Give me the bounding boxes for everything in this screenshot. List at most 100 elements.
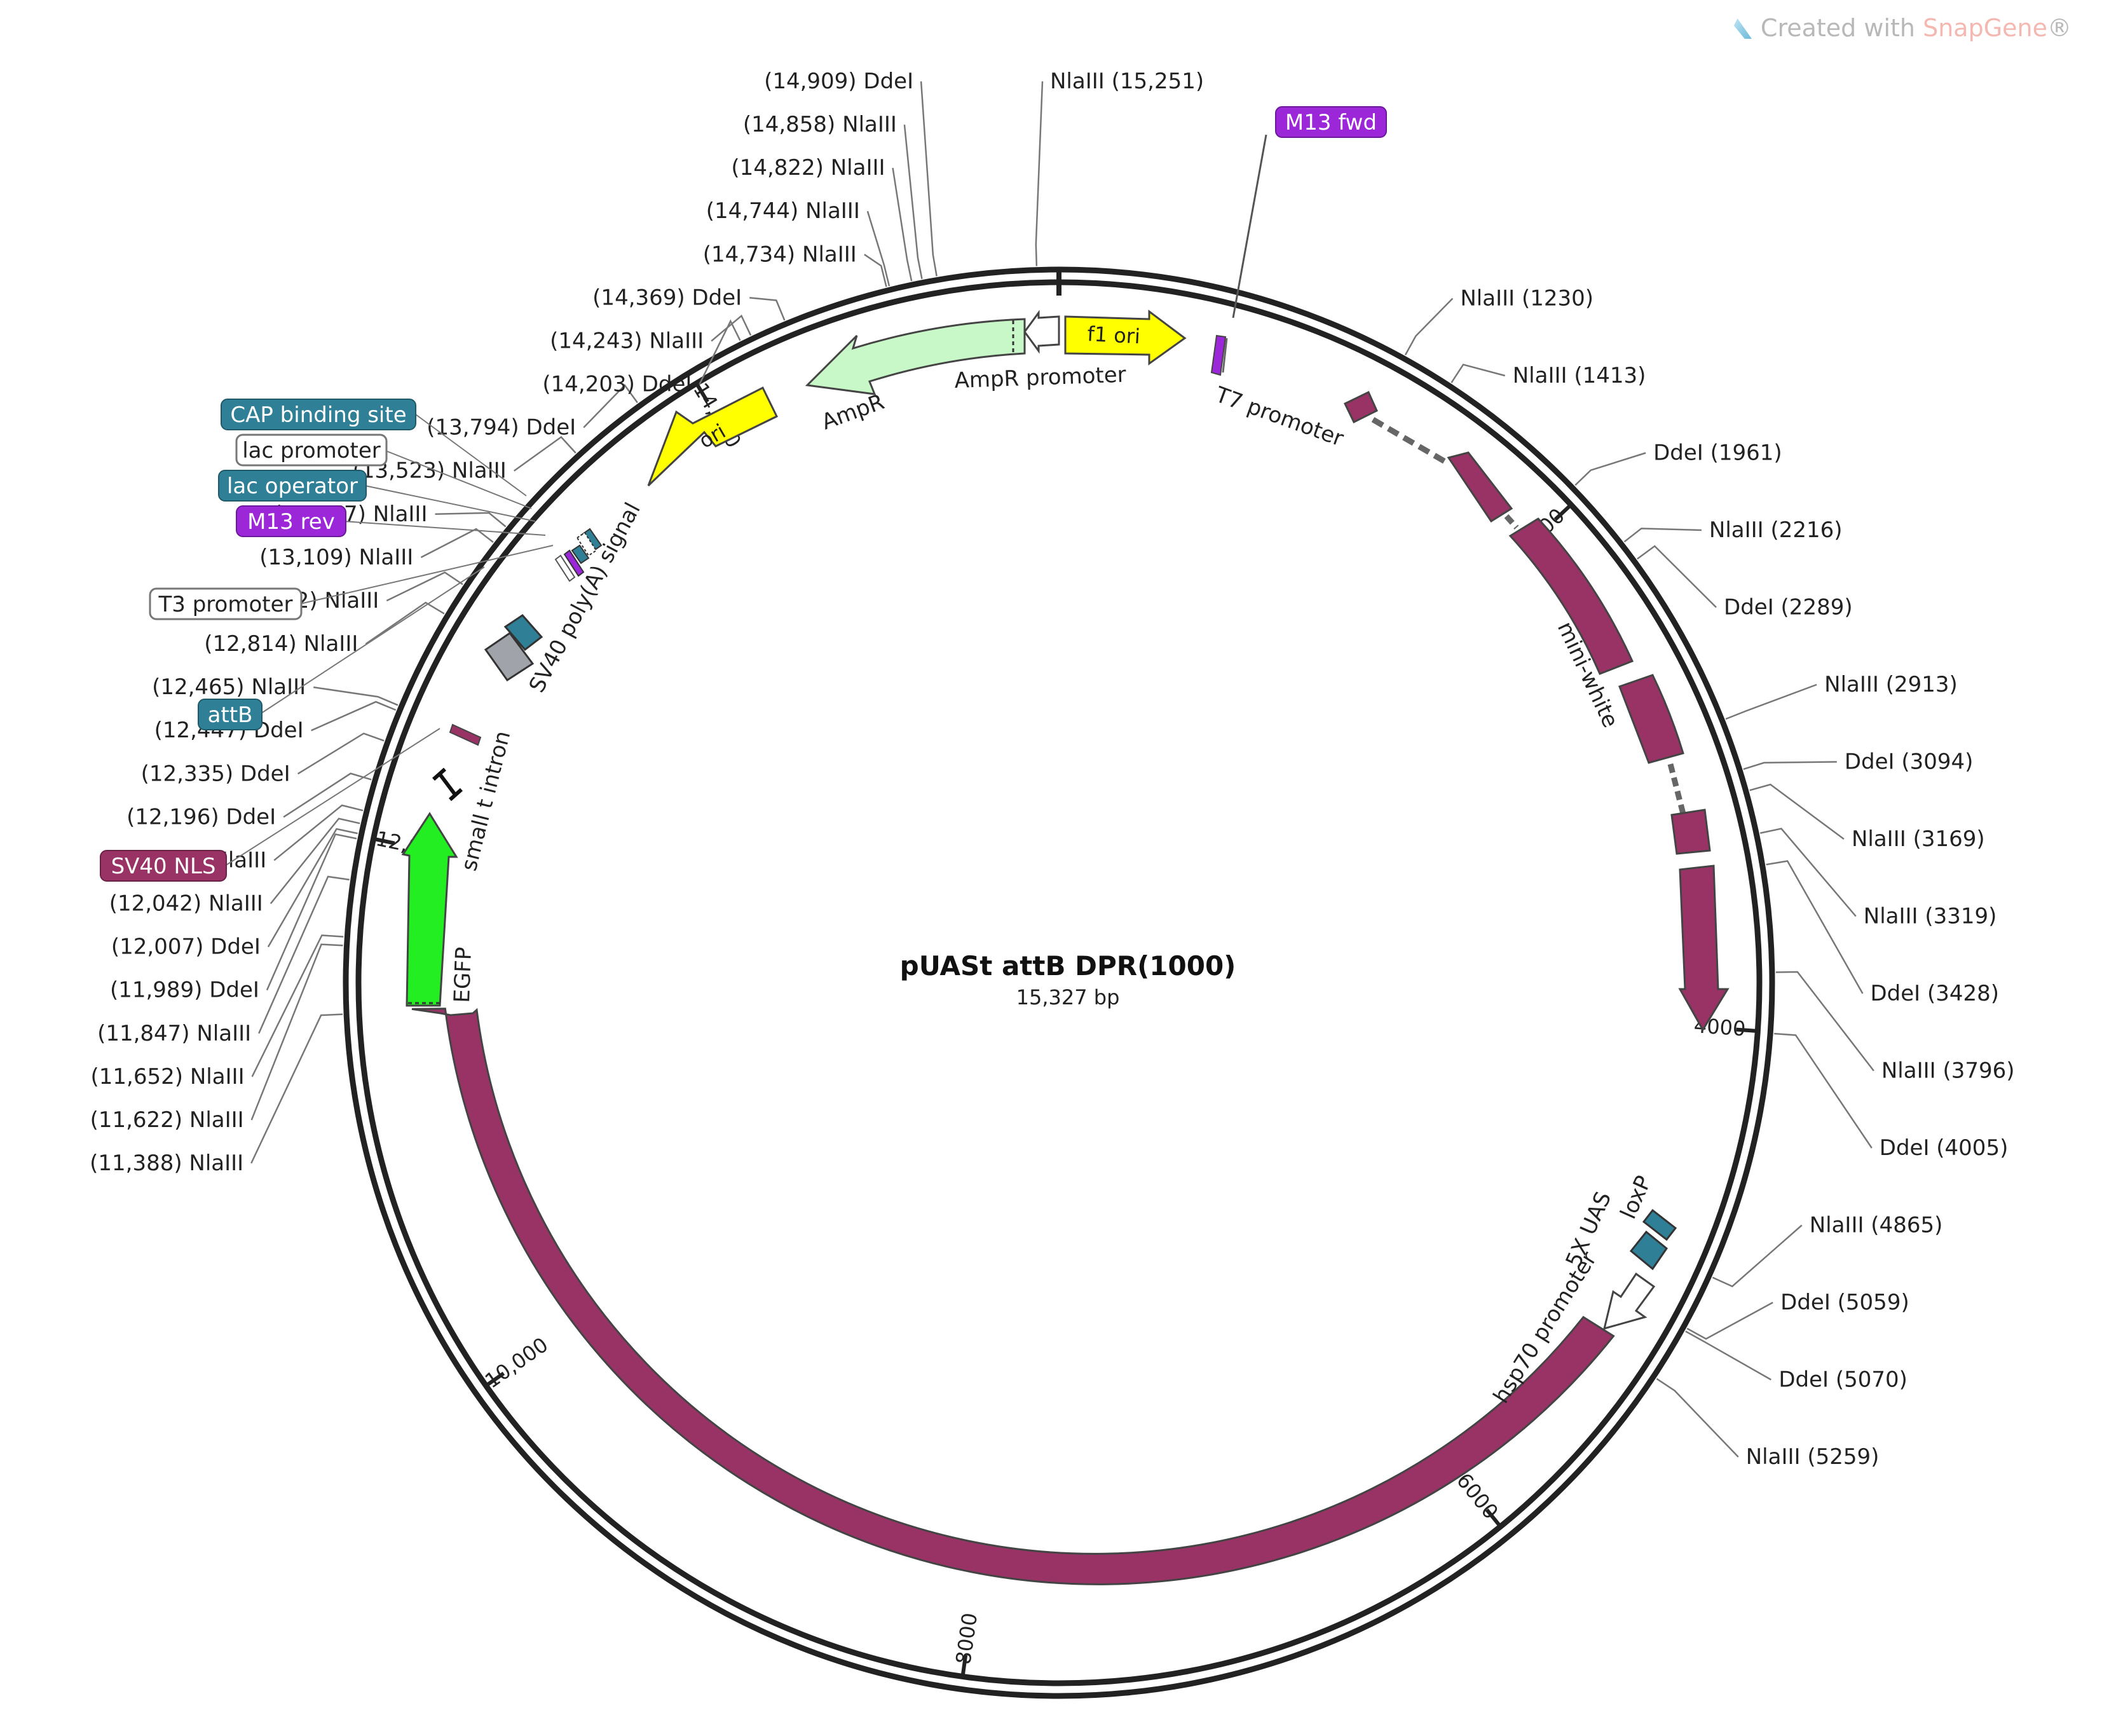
mini-white-exon-3[interactable] bbox=[1508, 517, 1634, 675]
sv40-polya-label: SV40 poly(A) signal bbox=[524, 498, 646, 697]
loxp-feature[interactable] bbox=[1642, 1208, 1677, 1241]
restriction-site-left-17[interactable]: (12,196) DdeI bbox=[126, 804, 276, 830]
restriction-site-left-19[interactable]: (12,042) NlaIII bbox=[109, 891, 263, 917]
lac-promoter-badge-text: lac promoter bbox=[242, 438, 381, 463]
restriction-site-right-15[interactable]: DdeI (5070) bbox=[1778, 1367, 1907, 1393]
site-leader-left-2 bbox=[892, 167, 913, 282]
restriction-site-left-5[interactable]: (14,369) DdeI bbox=[592, 285, 742, 310]
site-leader-right-13 bbox=[1712, 1224, 1803, 1288]
site-leader-left-15 bbox=[311, 701, 397, 732]
restriction-site-left-3[interactable]: (14,744) NlaIII bbox=[706, 198, 860, 224]
small-t-intron-feature[interactable] bbox=[432, 767, 463, 802]
hsp70-promoter-feature[interactable] bbox=[1602, 1272, 1656, 1330]
restriction-site-right-4[interactable]: NlaIII (2216) bbox=[1709, 517, 1843, 543]
m13-fwd-badge[interactable] bbox=[1275, 106, 1387, 138]
site-leader-right-6 bbox=[1725, 683, 1817, 720]
tick-mark-0 bbox=[1553, 503, 1573, 521]
tick-label-4: 10,000 bbox=[481, 1332, 552, 1393]
t3-promoter-badge[interactable] bbox=[149, 587, 303, 620]
site-leader-right-1 bbox=[1404, 297, 1454, 355]
restriction-site-left-6[interactable]: (14,243) NlaIII bbox=[550, 328, 704, 353]
uas-feature[interactable] bbox=[1629, 1230, 1669, 1271]
dpr-feature[interactable] bbox=[411, 1008, 1615, 1585]
mini-white-intron-1 bbox=[1371, 417, 1451, 467]
m13-fwd-leader bbox=[1232, 134, 1267, 318]
lac-promoter-badge[interactable] bbox=[235, 434, 388, 467]
site-leader-left-14 bbox=[313, 686, 399, 706]
plasmid-name: pUASt attB DPR(1000) bbox=[900, 950, 1236, 981]
plasmid-length: 15,327 bp bbox=[1016, 985, 1120, 1009]
attb-badge-text: attB bbox=[208, 702, 253, 728]
restriction-site-left-8[interactable]: (13,794) DdeI bbox=[427, 415, 576, 441]
f1-ori-feature[interactable] bbox=[1064, 310, 1187, 366]
sv40-nls-feature[interactable] bbox=[449, 723, 482, 746]
attb-feature[interactable] bbox=[503, 614, 543, 652]
m13-rev-primer-feature[interactable] bbox=[563, 549, 585, 577]
mini-white-exon-6[interactable] bbox=[1678, 865, 1730, 1032]
restriction-site-right-9[interactable]: NlaIII (3319) bbox=[1864, 904, 1997, 929]
restriction-site-left-24[interactable]: (11,622) NlaIII bbox=[90, 1107, 244, 1133]
mini-white-exon-1[interactable] bbox=[1343, 390, 1378, 424]
restriction-site-left-11[interactable]: (13,109) NlaIII bbox=[259, 545, 413, 570]
restriction-site-right-0[interactable]: NlaIII (15,251) bbox=[1050, 69, 1204, 94]
site-leader-left-4 bbox=[864, 254, 887, 287]
site-leader-left-21 bbox=[266, 833, 357, 991]
restriction-site-right-1[interactable]: NlaIII (1230) bbox=[1460, 286, 1594, 311]
restriction-site-left-16[interactable]: (12,335) DdeI bbox=[141, 761, 290, 786]
mini-white-exon-2[interactable] bbox=[1447, 451, 1513, 523]
restriction-site-right-5[interactable]: DdeI (2289) bbox=[1724, 595, 1853, 620]
ampr-promoter-feature[interactable] bbox=[1023, 310, 1060, 354]
restriction-site-left-2[interactable]: (14,822) NlaIII bbox=[731, 155, 885, 181]
restriction-site-left-21[interactable]: (11,989) DdeI bbox=[110, 978, 259, 1003]
mini-white-intron-3 bbox=[1667, 763, 1686, 815]
lac-promoter-feature[interactable] bbox=[576, 531, 597, 557]
restriction-site-left-14[interactable]: (12,465) NlaIII bbox=[152, 674, 306, 700]
restriction-site-left-13[interactable]: (12,814) NlaIII bbox=[204, 631, 358, 657]
restriction-site-right-14[interactable]: DdeI (5059) bbox=[1780, 1290, 1909, 1315]
lac-operator-badge[interactable] bbox=[218, 470, 367, 502]
ori-feature[interactable] bbox=[647, 386, 779, 487]
tick-mark-3 bbox=[960, 1655, 968, 1677]
t3-promoter-feature[interactable] bbox=[554, 554, 576, 582]
restriction-site-right-11[interactable]: NlaIII (3796) bbox=[1881, 1058, 2015, 1084]
restriction-site-left-7[interactable]: (14,203) DdeI bbox=[542, 372, 692, 397]
site-leader-left-8 bbox=[583, 384, 638, 428]
restriction-site-left-0[interactable]: (14,909) DdeI bbox=[764, 69, 913, 94]
site-leader-left-6 bbox=[711, 314, 752, 342]
sv40-nls-badge[interactable] bbox=[100, 850, 227, 882]
restriction-site-left-22[interactable]: (11,847) NlaIII bbox=[97, 1021, 251, 1046]
sv40-polya-feature[interactable] bbox=[484, 631, 535, 682]
ampr-feature[interactable] bbox=[805, 318, 1026, 395]
restriction-site-right-10[interactable]: DdeI (3428) bbox=[1870, 981, 1999, 1006]
restriction-site-right-2[interactable]: NlaIII (1413) bbox=[1513, 363, 1646, 388]
restriction-site-left-25[interactable]: (11,388) NlaIII bbox=[90, 1151, 243, 1176]
m13-fwd-primer-marker[interactable] bbox=[1210, 334, 1227, 376]
restriction-site-left-4[interactable]: (14,734) NlaIII bbox=[703, 242, 857, 267]
site-leader-right-12 bbox=[1774, 1032, 1873, 1149]
attb-badge[interactable] bbox=[198, 699, 263, 730]
egfp-feature[interactable] bbox=[401, 812, 458, 1007]
tick-mark-1 bbox=[1736, 1027, 1758, 1033]
mini-white-exon-4[interactable] bbox=[1618, 674, 1684, 764]
egfp-label: EGFP bbox=[449, 947, 477, 1003]
site-leader-left-1 bbox=[903, 124, 923, 280]
f1-ori-label: f1 ori bbox=[1087, 322, 1141, 348]
restriction-site-left-1[interactable]: (14,858) NlaIII bbox=[743, 112, 897, 137]
restriction-site-right-13[interactable]: NlaIII (4865) bbox=[1810, 1213, 1943, 1238]
lac-operator-feature[interactable] bbox=[571, 544, 590, 564]
restriction-site-right-7[interactable]: DdeI (3094) bbox=[1845, 749, 1974, 775]
m13-rev-badge-text: M13 rev bbox=[247, 509, 335, 535]
restriction-site-right-8[interactable]: NlaIII (3169) bbox=[1852, 826, 1985, 852]
cap-binding-site-badge[interactable] bbox=[221, 399, 416, 430]
restriction-site-right-16[interactable]: NlaIII (5259) bbox=[1746, 1444, 1880, 1470]
mini-white-exon-5[interactable] bbox=[1670, 809, 1711, 855]
site-leader-right-0 bbox=[1035, 81, 1044, 266]
m13-rev-badge[interactable] bbox=[236, 505, 346, 537]
restriction-site-right-12[interactable]: DdeI (4005) bbox=[1880, 1135, 2009, 1161]
restriction-site-left-23[interactable]: (11,652) NlaIII bbox=[91, 1064, 245, 1090]
restriction-site-right-6[interactable]: NlaIII (2913) bbox=[1824, 672, 1958, 697]
restriction-site-right-3[interactable]: DdeI (1961) bbox=[1653, 441, 1782, 466]
restriction-site-left-20[interactable]: (12,007) DdeI bbox=[111, 934, 261, 960]
site-leader-left-20 bbox=[267, 828, 358, 948]
